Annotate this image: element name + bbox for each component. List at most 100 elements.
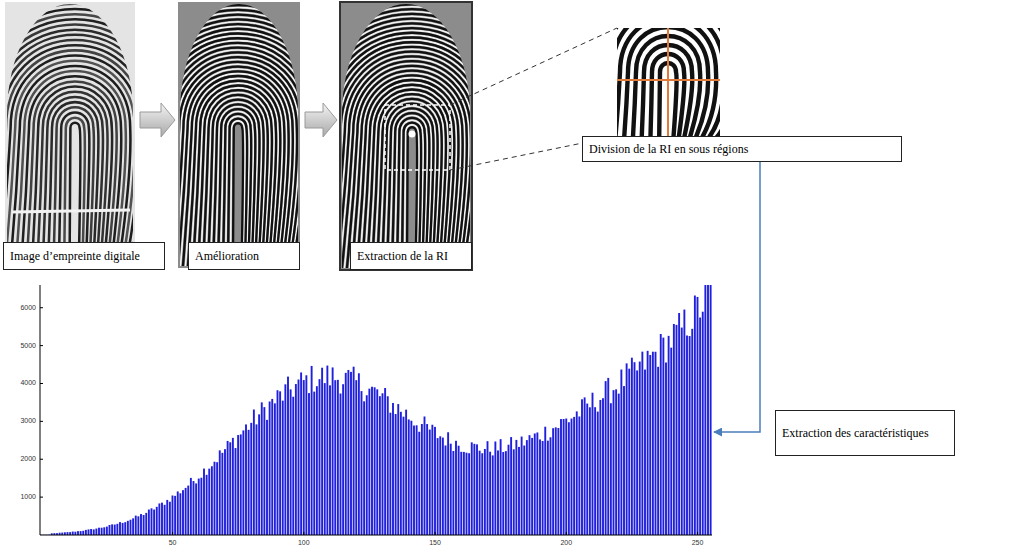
caption-text: Division de la RI en sous régions bbox=[589, 142, 748, 157]
histogram-bar bbox=[581, 399, 583, 535]
histogram-bar bbox=[405, 410, 407, 535]
histogram-bar bbox=[169, 502, 171, 535]
histogram-bar bbox=[292, 397, 294, 535]
histogram-bar bbox=[353, 367, 355, 535]
histogram-bar bbox=[374, 387, 376, 535]
axis-label: 200 bbox=[554, 539, 578, 547]
split-line bbox=[667, 28, 669, 136]
histogram-bar bbox=[518, 447, 520, 535]
histogram-bar bbox=[103, 527, 105, 535]
histogram-bar bbox=[227, 441, 229, 535]
caption-text: Image d’empreinte digitale bbox=[10, 249, 140, 264]
histogram-bar bbox=[628, 369, 630, 535]
axis-tick bbox=[40, 459, 43, 460]
histogram-bar bbox=[95, 529, 97, 535]
histogram-bar bbox=[187, 486, 189, 535]
histogram-bar bbox=[237, 435, 239, 535]
histogram-bar bbox=[319, 379, 321, 535]
histogram-bar bbox=[605, 381, 607, 535]
histogram-bar bbox=[476, 444, 478, 535]
histogram-bar bbox=[550, 437, 552, 535]
histogram-bar bbox=[473, 444, 475, 535]
histogram-bar bbox=[303, 380, 305, 535]
histogram-bar bbox=[623, 386, 625, 535]
histogram-bar bbox=[542, 441, 544, 535]
histogram-bar bbox=[615, 389, 617, 535]
histogram-bar bbox=[219, 450, 221, 535]
histogram-bar bbox=[408, 419, 410, 535]
histogram-bar bbox=[311, 366, 313, 535]
histogram-bar bbox=[610, 403, 612, 535]
histogram-bar bbox=[421, 424, 423, 535]
histogram-bar bbox=[221, 453, 223, 535]
histogram-bar bbox=[208, 469, 210, 535]
histogram-bar bbox=[130, 520, 132, 535]
histogram-bar bbox=[85, 530, 87, 535]
histogram-bar bbox=[689, 336, 691, 535]
histogram-bar bbox=[185, 488, 187, 535]
axis-tick bbox=[566, 532, 567, 535]
histogram-bar bbox=[497, 450, 499, 535]
histogram-bar bbox=[198, 479, 200, 535]
axis-tick bbox=[697, 532, 698, 535]
axis-tick bbox=[40, 383, 43, 384]
fingerprint-image bbox=[216, 0, 574, 280]
histogram-bar bbox=[235, 448, 237, 535]
histogram-bar bbox=[298, 380, 300, 535]
histogram-bar bbox=[355, 380, 357, 535]
histogram-bar bbox=[124, 522, 126, 535]
histogram-bar bbox=[326, 366, 328, 535]
histogram-bar bbox=[510, 437, 512, 535]
histogram-bar bbox=[258, 414, 260, 535]
histogram-bar bbox=[200, 478, 202, 535]
histogram-bar bbox=[452, 451, 454, 535]
histogram-bar bbox=[363, 401, 365, 535]
histogram-bar bbox=[710, 285, 712, 535]
histogram-bar bbox=[586, 404, 588, 535]
axis-label: 3000 bbox=[14, 417, 36, 425]
histogram-bar bbox=[458, 446, 460, 535]
histogram-bar bbox=[127, 521, 129, 535]
histogram-bar bbox=[571, 419, 573, 535]
histogram-bar bbox=[662, 338, 664, 535]
axis-label: 50 bbox=[161, 539, 185, 547]
histogram-bar bbox=[644, 370, 646, 535]
axis-tick bbox=[40, 345, 43, 346]
histogram-bar bbox=[290, 389, 292, 535]
histogram-bar bbox=[678, 313, 680, 535]
panel-frame bbox=[340, 2, 472, 270]
histogram-bar bbox=[342, 384, 344, 535]
scratch-line bbox=[12, 210, 130, 212]
histogram-bar bbox=[384, 388, 386, 535]
histogram-bar bbox=[224, 449, 226, 535]
histogram-bar bbox=[72, 532, 74, 535]
histogram-bar bbox=[531, 438, 533, 535]
histogram-bar bbox=[534, 433, 536, 535]
histogram-bar bbox=[691, 329, 693, 535]
histogram-bar bbox=[371, 387, 373, 535]
histogram-bar bbox=[277, 390, 279, 535]
histogram-bar bbox=[161, 503, 163, 535]
roi-box bbox=[385, 105, 450, 170]
core-point bbox=[409, 131, 416, 138]
histogram-bar bbox=[137, 516, 139, 535]
histogram-bar bbox=[271, 399, 273, 535]
histogram-bar bbox=[101, 528, 103, 535]
histogram-bar bbox=[439, 436, 441, 535]
histogram-bar bbox=[479, 451, 481, 535]
histogram-bar bbox=[641, 352, 643, 535]
histogram-bar bbox=[578, 416, 580, 535]
axis-tick bbox=[303, 532, 304, 535]
histogram-bar bbox=[552, 428, 554, 535]
histogram-bar bbox=[203, 469, 205, 535]
histogram-bar bbox=[410, 421, 412, 535]
histogram-bar bbox=[660, 334, 662, 535]
histogram-bar bbox=[261, 402, 263, 535]
histogram-bar bbox=[626, 363, 628, 535]
flow-arrow bbox=[714, 162, 760, 432]
histogram-bar bbox=[665, 362, 667, 535]
histogram-bar bbox=[269, 401, 271, 535]
histogram-bar bbox=[557, 428, 559, 535]
caption-text: Extraction de la RI bbox=[357, 249, 448, 264]
